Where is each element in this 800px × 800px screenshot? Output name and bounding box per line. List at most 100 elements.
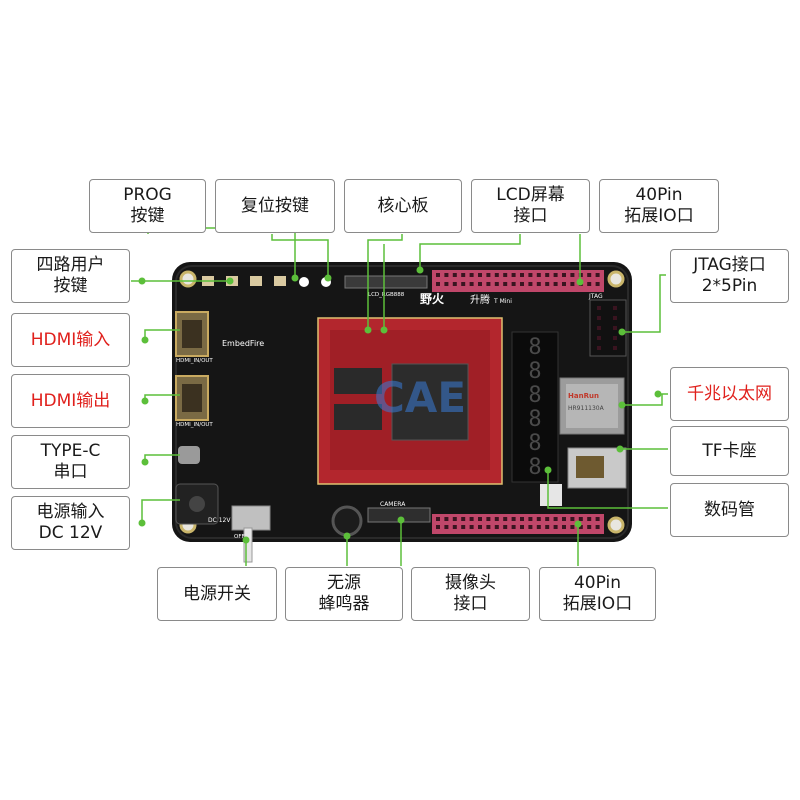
eth-chip-brand: HanRun — [568, 392, 599, 400]
header-pin — [452, 282, 457, 286]
camera-silk: CAMERA — [380, 501, 406, 508]
label-line: 核心板 — [377, 195, 429, 216]
brand-logo-text: 野火 — [420, 292, 445, 306]
segment-digit: 8 — [528, 359, 541, 384]
label-line: 按键 — [130, 206, 165, 226]
label-typec-uart: TYPE-C 串口 — [11, 435, 130, 489]
segment-digit: 8 — [528, 383, 541, 408]
label-line: 四路用户 — [36, 255, 105, 275]
header-pin — [545, 517, 550, 521]
header-pin — [545, 273, 550, 277]
header-pin — [503, 273, 508, 277]
header-pin — [587, 525, 592, 529]
header-pin — [597, 306, 601, 310]
header-pin — [553, 525, 558, 529]
mount-hole — [179, 270, 197, 288]
edition-text: T Mini — [493, 298, 512, 305]
header-pin — [553, 282, 558, 286]
header-pin — [478, 273, 482, 277]
label-line: DC 12V — [38, 523, 103, 543]
header-pin — [469, 273, 474, 277]
header-pin — [486, 273, 491, 277]
header-pin — [494, 282, 499, 286]
hdmi-out-port — [175, 375, 209, 421]
header-pin — [452, 273, 457, 277]
header-pin — [595, 525, 600, 529]
header-pin — [494, 525, 499, 529]
maker-text: EmbedFire — [222, 339, 264, 348]
segment-digit: 8 — [528, 431, 541, 456]
hdmi-in-port — [175, 311, 209, 357]
header-pin — [597, 326, 601, 330]
off-silk: OFF — [234, 534, 245, 540]
segment-digit: 8 — [528, 455, 541, 480]
label-line: JTAG接口 — [693, 255, 766, 275]
label-segment-display: 数码管 — [670, 483, 789, 537]
label-camera-interface: 摄像头 接口 — [411, 567, 530, 621]
series-text: 升腾 — [470, 293, 490, 306]
header-pin — [469, 525, 474, 529]
header-pin — [562, 282, 566, 286]
header-pin — [570, 517, 575, 521]
header-pin — [528, 525, 533, 529]
label-line: HDMI输入 — [30, 329, 111, 350]
header-pin — [444, 282, 449, 286]
hdmi2-silk: HDMI_IN/OUT — [176, 422, 213, 428]
header-pin — [545, 525, 550, 529]
header-pin — [511, 282, 516, 286]
header-pin — [486, 517, 491, 521]
label-tf-slot: TF卡座 — [670, 426, 789, 476]
label-line: 千兆以太网 — [687, 383, 772, 404]
header-pin — [461, 525, 466, 529]
header-pin — [570, 525, 575, 529]
label-line: 无源 — [327, 573, 361, 593]
white-connector — [540, 484, 562, 506]
header-pin — [536, 525, 541, 529]
label-line: TYPE-C — [40, 441, 101, 461]
label-expansion-io-bottom: 40Pin 拓展IO口 — [539, 567, 656, 621]
label-line: 串口 — [53, 462, 88, 482]
header-pin — [511, 273, 516, 277]
label-power-switch: 电源开关 — [157, 567, 277, 621]
header-pin — [562, 525, 566, 529]
header-pin — [461, 282, 466, 286]
label-line: 电源开关 — [183, 583, 251, 604]
hdmi1-silk: HDMI_IN/OUT — [176, 358, 213, 364]
header-pin — [444, 517, 449, 521]
header-pin — [536, 273, 541, 277]
header-pin — [587, 273, 592, 277]
label-line: 2*5Pin — [701, 276, 758, 296]
expansion-header-top — [432, 270, 604, 292]
header-pin — [469, 282, 474, 286]
header-pin — [469, 517, 474, 521]
header-pin — [613, 326, 617, 330]
header-pin — [562, 517, 566, 521]
mount-hole — [607, 270, 625, 288]
header-pin — [613, 306, 617, 310]
header-pin — [595, 517, 600, 521]
header-pin — [486, 282, 491, 286]
segment-digit: 8 — [528, 335, 541, 360]
label-line: TF卡座 — [702, 440, 757, 461]
header-pin — [503, 525, 508, 529]
header-pin — [478, 282, 482, 286]
header-pin — [613, 316, 617, 320]
dc-silk: DC 12V — [208, 517, 231, 524]
mount-hole — [607, 516, 625, 534]
label-line: 拓展IO口 — [562, 594, 633, 614]
watermark-text: CAE — [374, 373, 466, 422]
label-line: 拓展IO口 — [624, 206, 694, 226]
header-pin — [578, 517, 583, 521]
eth-chip-part: HR911130A — [568, 405, 605, 412]
header-pin — [578, 273, 583, 277]
label-line: 数码管 — [704, 499, 755, 520]
header-pin — [461, 517, 466, 521]
expansion-header-bottom — [432, 514, 604, 534]
header-pin — [503, 517, 508, 521]
header-pin — [570, 282, 575, 286]
typec-port — [178, 446, 200, 464]
header-pin — [503, 282, 508, 286]
header-pin — [587, 517, 592, 521]
label-expansion-io-top: 40Pin 拓展IO口 — [599, 179, 719, 233]
header-pin — [528, 517, 533, 521]
